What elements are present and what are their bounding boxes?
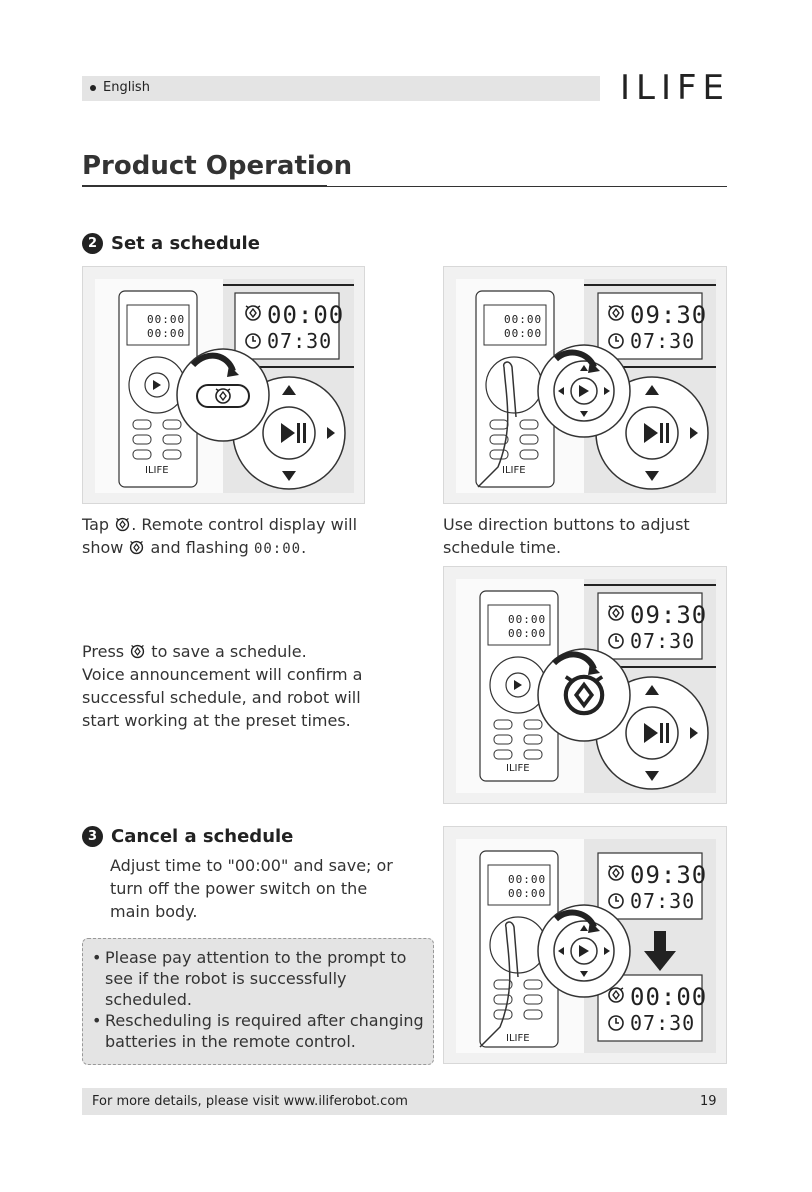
remote-illustration — [456, 279, 716, 493]
remote-brand: ILIFE — [145, 465, 169, 476]
lcd-top-time: 09:30 — [630, 601, 708, 629]
remote-display-top: 00:00 — [508, 613, 547, 626]
tap-instruction: Tap . Remote control display will show a… — [82, 515, 358, 557]
illustration-panel-2: 00:00 00:00 ILIFE 09:30 07:30 — [443, 266, 727, 504]
page-number: 19 — [700, 1094, 717, 1109]
note-box: Please pay attention to the prompt to se… — [82, 938, 434, 1065]
lcd-reset-bottom-time: 07:30 — [630, 1011, 696, 1035]
section-2-title: Set a schedule — [111, 233, 260, 254]
lcd-top-time: 09:30 — [630, 861, 708, 889]
lcd-bottom-time: 07:30 — [630, 329, 696, 353]
direction-instruction: Use direction buttons to adjust schedule… — [443, 515, 690, 557]
remote-brand: ILIFE — [506, 1033, 530, 1044]
remote-brand: ILIFE — [502, 465, 526, 476]
flashing-digits: 00:00 — [253, 541, 302, 557]
section-3-title: Cancel a schedule — [111, 826, 294, 847]
title-underline — [82, 185, 327, 187]
bullet-icon — [90, 85, 96, 91]
remote-illustration — [456, 839, 716, 1053]
section-3-heading: 3 Cancel a schedule — [82, 826, 293, 847]
schedule-icon — [130, 540, 144, 555]
language-bar — [82, 76, 600, 101]
press-instruction: Press to save a schedule. Voice announce… — [82, 642, 363, 730]
footer-link-text: For more details, please visit www.ilife… — [92, 1094, 408, 1109]
page-title: Product Operation — [82, 151, 353, 181]
remote-display-top: 00:00 — [504, 313, 543, 326]
note-item: Please pay attention to the prompt to se… — [83, 947, 433, 1010]
remote-display-top: 00:00 — [147, 313, 186, 326]
title-rule — [82, 186, 727, 187]
remote-illustration — [95, 279, 354, 493]
remote-display-bottom: 00:00 — [147, 327, 186, 340]
remote-display-bottom: 00:00 — [504, 327, 543, 340]
schedule-icon — [116, 517, 130, 532]
illustration-panel-4: 00:00 00:00 ILIFE 09:30 07:30 00:00 07:3… — [443, 826, 727, 1064]
lcd-top-time: 09:30 — [630, 301, 708, 329]
lcd-bottom-time: 07:30 — [630, 629, 696, 653]
remote-brand: ILIFE — [506, 763, 530, 774]
illustration-panel-1: 00:00 00:00 ILIFE 00:00 07:30 — [82, 266, 365, 504]
remote-illustration — [456, 579, 716, 793]
lcd-reset-top-time: 00:00 — [630, 983, 708, 1011]
section-2-heading: 2 Set a schedule — [82, 233, 260, 254]
remote-display-bottom: 00:00 — [508, 627, 547, 640]
note-item: Rescheduling is required after changing … — [83, 1010, 433, 1052]
step-number-badge: 2 — [82, 233, 103, 254]
footer-bar — [82, 1088, 727, 1115]
remote-display-bottom: 00:00 — [508, 887, 547, 900]
remote-display-top: 00:00 — [508, 873, 547, 886]
language-label: English — [103, 80, 150, 95]
schedule-icon — [131, 644, 145, 659]
note-list: Please pay attention to the prompt to se… — [83, 939, 433, 1052]
step-number-badge: 3 — [82, 826, 103, 847]
lcd-top-time: 00:00 — [267, 301, 345, 329]
illustration-panel-3: 00:00 00:00 ILIFE 09:30 07:30 — [443, 566, 727, 804]
cancel-instruction: Adjust time to "00:00" and save; or turn… — [110, 856, 393, 921]
lcd-bottom-time: 07:30 — [630, 889, 696, 913]
lcd-bottom-time: 07:30 — [267, 329, 333, 353]
brand-logo: ILIFE — [620, 68, 731, 108]
